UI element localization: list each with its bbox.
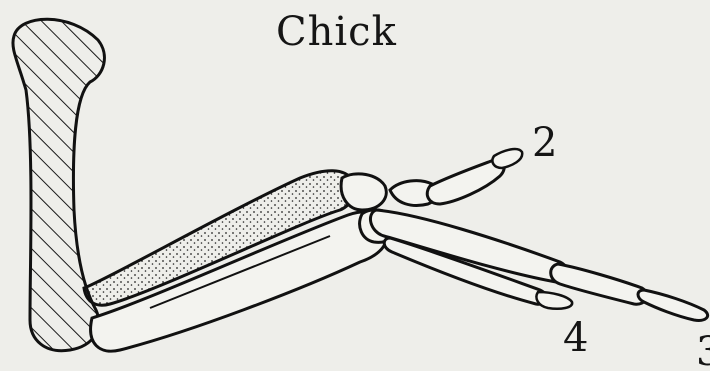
figure-title: Chick bbox=[276, 12, 397, 52]
digit-3-phalanx-2 bbox=[638, 290, 708, 320]
digit-4-label: 4 bbox=[563, 318, 588, 358]
digit-2-label: 2 bbox=[532, 123, 557, 163]
digit-2-distal-bone bbox=[427, 160, 504, 204]
digit-4-tip-bone bbox=[536, 292, 572, 309]
digit-2-tip-bone bbox=[492, 149, 522, 168]
carpal-bone-upper bbox=[341, 174, 386, 210]
digit-3-label: 3 bbox=[696, 332, 710, 372]
